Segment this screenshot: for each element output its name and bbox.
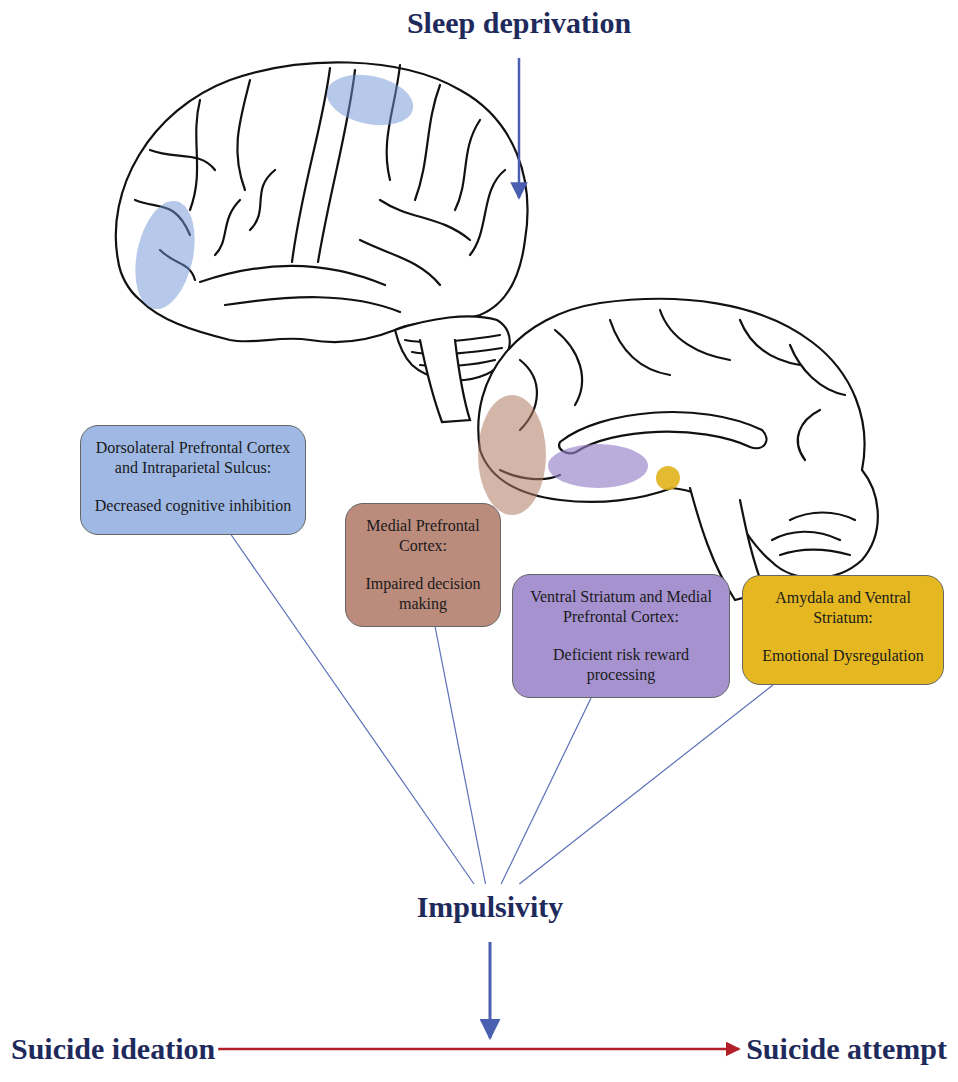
region-box: Ventral Striatum and Medial Prefrontal C… bbox=[512, 574, 730, 698]
region-box: Amydala and Ventral Striatum: Emotional D… bbox=[742, 575, 944, 685]
effect-text: Emotional Dysregulation bbox=[753, 646, 933, 666]
effect-text: Decreased cognitive inhibition bbox=[91, 496, 295, 516]
flow-term: Suicide ideation bbox=[8, 1030, 218, 1068]
term-label: Suicide attempt bbox=[746, 1032, 947, 1066]
highlight-region bbox=[322, 67, 418, 132]
region-name: Amydala and Ventral Striatum: bbox=[753, 588, 933, 628]
region-box: Dorsolateral Prefrontal Cortex and Intra… bbox=[80, 425, 306, 535]
flow-arrow bbox=[489, 942, 492, 1038]
highlight-region bbox=[548, 444, 648, 488]
medial-brain bbox=[478, 299, 878, 600]
term-label: Sleep deprivation bbox=[407, 6, 631, 40]
flow-term: Sleep deprivation bbox=[404, 4, 634, 42]
highlight-region bbox=[656, 466, 680, 490]
term-label: Suicide ideation bbox=[11, 1032, 215, 1066]
flow-term: Suicide attempt bbox=[743, 1030, 950, 1068]
term-label: Impulsivity bbox=[417, 890, 564, 924]
region-name: Dorsolateral Prefrontal Cortex and Intra… bbox=[91, 438, 295, 478]
region-name: Ventral Striatum and Medial Prefrontal C… bbox=[523, 587, 719, 627]
effect-text: Impaired decision making bbox=[356, 574, 490, 614]
highlight-region bbox=[478, 395, 546, 515]
region-name: Medial Prefrontal Cortex: bbox=[356, 516, 490, 556]
region-box: Medial Prefrontal Cortex: Impaired decisi… bbox=[345, 503, 501, 627]
flow-arrow bbox=[518, 58, 521, 198]
connector-line bbox=[501, 698, 591, 884]
highlight-region bbox=[126, 195, 204, 314]
lateral-brain bbox=[116, 62, 528, 422]
connector-arrow bbox=[218, 1048, 739, 1051]
connector-line bbox=[435, 627, 485, 884]
flow-term: Impulsivity bbox=[414, 888, 567, 926]
connector-line bbox=[519, 685, 773, 884]
effect-text: Deficient risk reward processing bbox=[523, 645, 719, 685]
